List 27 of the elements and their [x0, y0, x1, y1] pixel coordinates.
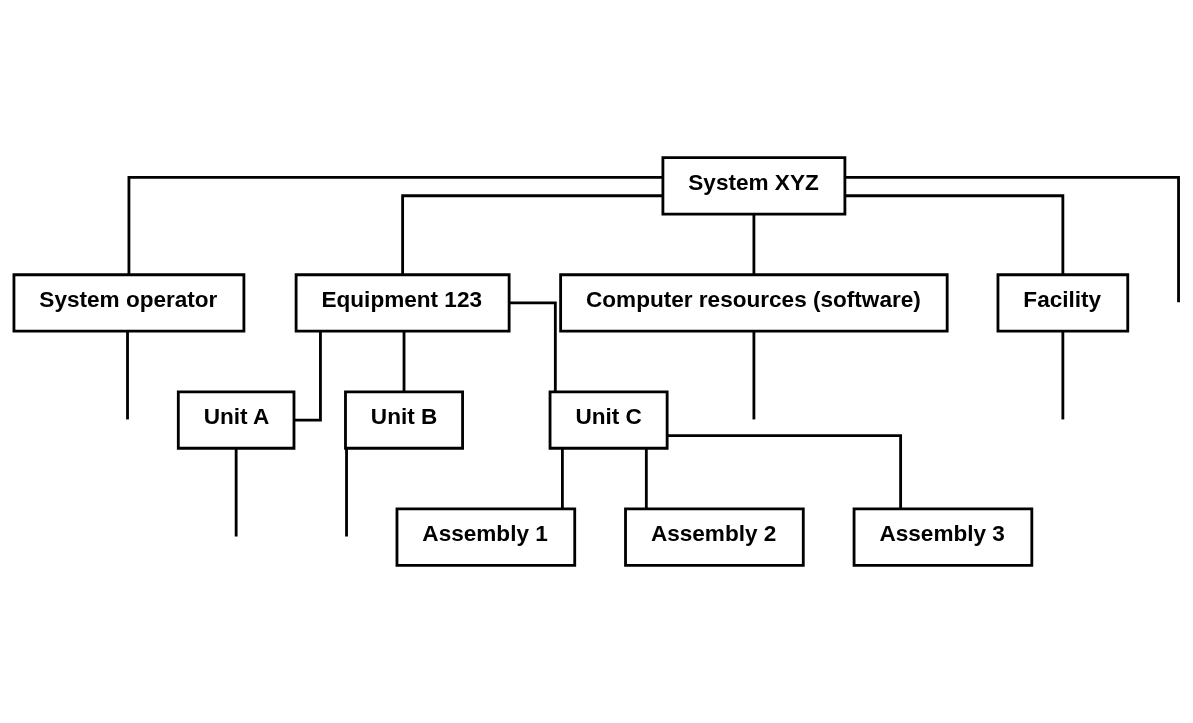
- connector: [401, 194, 663, 275]
- connector: [234, 448, 238, 537]
- connector: [509, 301, 557, 392]
- node-box: Unit C: [548, 390, 669, 450]
- node-box: System operator: [12, 273, 246, 333]
- node-box: Assembly 2: [624, 507, 805, 567]
- node-box: Unit B: [344, 390, 464, 450]
- node-box: Unit A: [176, 390, 296, 450]
- connector: [752, 214, 756, 275]
- node-box: Computer resources (software): [559, 273, 949, 333]
- node-box: Equipment 123: [294, 273, 511, 333]
- connector: [402, 331, 406, 392]
- connector: [127, 176, 663, 275]
- connector: [644, 448, 648, 509]
- node-box: Assembly 3: [852, 507, 1034, 567]
- node-box: Facility: [996, 273, 1130, 333]
- connector: [345, 448, 348, 537]
- connector: [561, 448, 564, 509]
- node-box: System XYZ: [661, 156, 847, 216]
- connector: [844, 194, 1065, 275]
- connector: [752, 331, 756, 420]
- connector: [667, 434, 903, 509]
- connector: [126, 331, 129, 420]
- connector: [1061, 331, 1065, 420]
- connector: [845, 176, 1180, 303]
- connector: [294, 331, 322, 422]
- node-box: Assembly 1: [395, 507, 577, 567]
